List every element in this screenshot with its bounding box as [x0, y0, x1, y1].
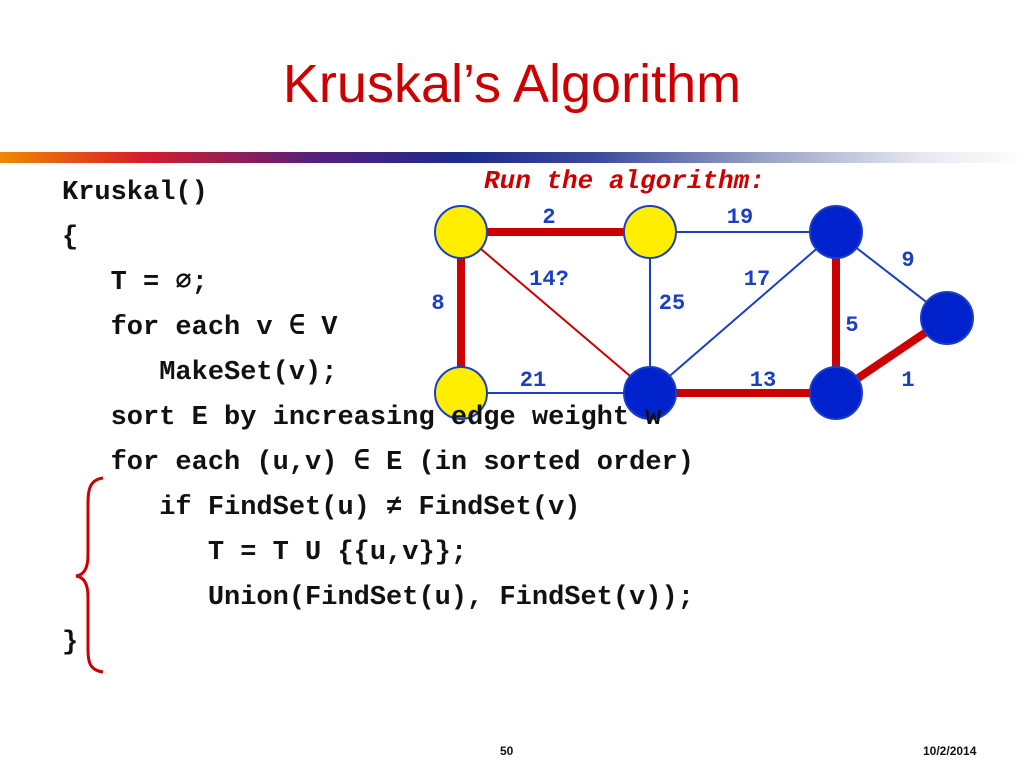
page-number: 50 — [500, 744, 514, 758]
node-top-right — [809, 205, 863, 259]
code-line: Kruskal() — [62, 178, 208, 208]
weight-label-2: 2 — [542, 205, 555, 230]
weight-label-21: 21 — [520, 368, 546, 393]
weight-label-13: 13 — [750, 368, 776, 393]
slide-title: Kruskal’s Algorithm — [282, 54, 742, 114]
code-block: Kruskal() { T = ∅; for each v ∈ V MakeSe… — [0, 0, 694, 658]
weight-label-19: 19 — [727, 205, 753, 230]
edge-14 — [460, 231, 651, 394]
code-line: { — [62, 223, 79, 253]
curly-brace — [75, 476, 104, 674]
weight-label-8: 8 — [431, 291, 444, 316]
node-top-middle — [623, 205, 677, 259]
weight-label-9: 9 — [901, 248, 914, 273]
weight-label-5: 5 — [845, 313, 858, 338]
code-line: MakeSet(v); — [62, 358, 338, 388]
code-line: } — [62, 628, 79, 658]
code-line: T = T U {{u,v}}; — [62, 538, 468, 568]
weight-label-17: 17 — [744, 267, 770, 292]
title-divider-bar — [0, 152, 1024, 163]
edge-17 — [649, 231, 837, 394]
node-top-left — [434, 205, 488, 259]
run-caption: Run the algorithm: — [484, 166, 765, 196]
weight-label-25: 25 — [659, 291, 685, 316]
code-line: for each v ∈ V — [62, 313, 338, 343]
code-line: sort E by increasing edge weight w — [62, 403, 662, 433]
code-line: if FindSet(u) ≠ FindSet(v) — [62, 493, 581, 523]
code-line: for each (u,v) ∈ E (in sorted order) — [62, 448, 694, 478]
node-right — [920, 291, 974, 345]
slide-date: 10/2/2014 — [923, 744, 977, 758]
weight-label-14: 14? — [529, 267, 569, 292]
code-line: Union(FindSet(u), FindSet(v)); — [62, 583, 694, 613]
code-line: T = ∅; — [62, 268, 208, 298]
node-bottom-right — [809, 366, 863, 420]
node-bottom-left — [434, 366, 488, 420]
weight-label-1: 1 — [901, 368, 914, 393]
node-bottom-middle — [623, 366, 677, 420]
